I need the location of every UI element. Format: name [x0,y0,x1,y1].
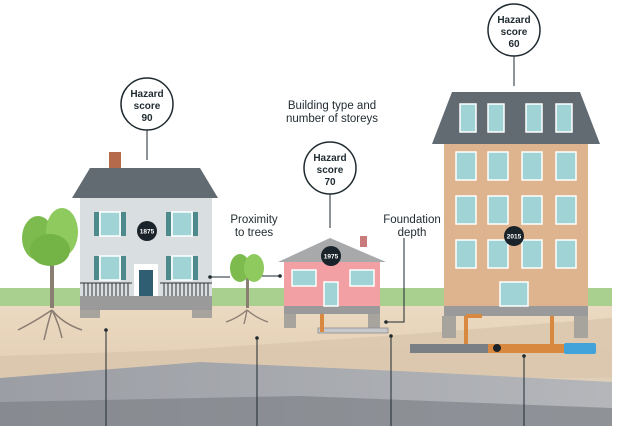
victorian-basement [80,296,212,310]
hazard-badge-90: Hazard score 90 [120,77,174,131]
badge-score-word: score [501,27,528,38]
hazard-badge-60: Hazard score 60 [487,3,541,57]
badge-hazard-word: Hazard [130,89,163,100]
victorian-door [139,270,153,296]
apartment-windows [455,103,577,307]
apartment-base [444,306,588,316]
year-disc-1875: 1875 [137,221,157,241]
victorian-house [72,152,218,310]
annotation-lines [105,56,525,426]
pipe-shallow [317,327,389,334]
year-label-2015: 2015 [507,234,522,241]
building-type-label: Building type and number of storeys [285,100,379,125]
bungalow-base [284,306,380,314]
apartment-block [432,92,600,316]
badge-hazard-word: Hazard [497,15,530,26]
foundation-depth-label: Foundation depth [383,214,441,239]
tree-small [225,254,269,325]
pipe-risers [320,314,554,344]
badge-score-value: 70 [324,177,336,188]
victorian-roof [72,168,218,198]
badge-score-value: 90 [141,113,153,124]
bungalow-chimney [360,236,367,247]
victorian-shutters [94,212,198,280]
tree-left [17,208,83,341]
pipe-blue [564,343,596,354]
pipe-copper [488,344,564,353]
year-label-1875: 1875 [140,229,155,236]
chimney [109,152,121,170]
pipe-joint [493,344,501,352]
pipe-deep-grey [410,344,490,353]
badge-hazard-word: Hazard [313,153,346,164]
victorian-railings [80,282,212,296]
year-label-1975: 1975 [324,254,339,261]
bungalow-windows [291,269,375,287]
hazard-badge-70: Hazard score 70 [303,141,357,195]
year-disc-1975: 1975 [321,246,341,266]
annotation-dots [104,274,526,358]
bungalow-door [323,281,339,307]
badge-score-word: score [134,101,161,112]
apartment-roof [432,92,600,144]
badge-score-word: score [317,165,344,176]
proximity-to-trees-label: Proximity to trees [230,214,278,239]
year-disc-2015: 2015 [504,226,524,246]
ground [0,288,612,426]
victorian-windows [99,211,193,281]
drainage-pipes [317,314,596,354]
badge-score-value: 60 [508,39,520,50]
bedrock-lower [0,396,612,426]
foundations [80,310,588,338]
